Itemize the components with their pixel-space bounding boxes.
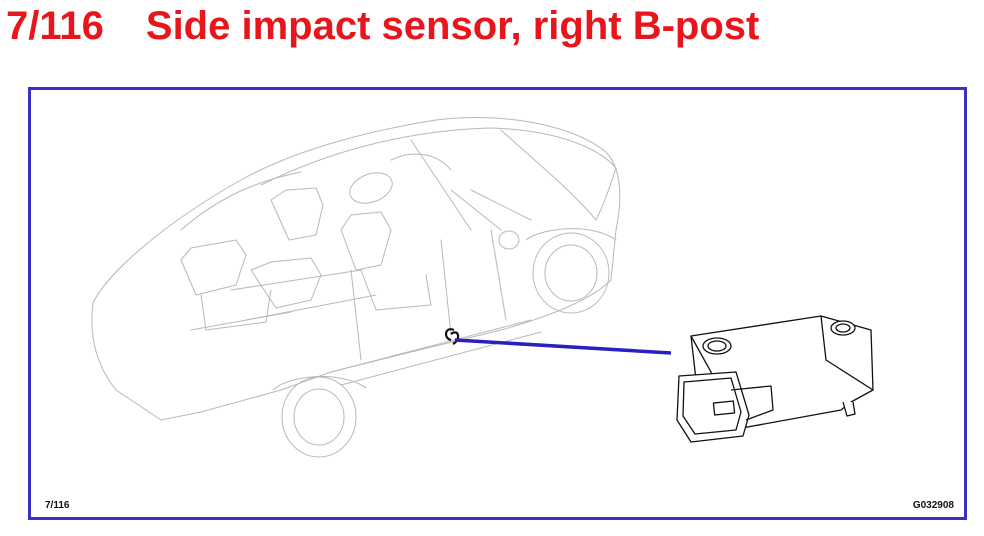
sensor-location-marker [444, 328, 460, 345]
car-body-outline [91, 117, 621, 421]
front-wheel [532, 232, 610, 314]
roof-line [260, 127, 617, 186]
figure-number: 7/116 [6, 4, 104, 48]
figure-reference-left: 7/116 [45, 500, 70, 511]
rear-seat-back [250, 257, 322, 309]
front-seat-2 [270, 187, 324, 241]
page-title: 7/116 Side impact sensor, right B-post [6, 4, 759, 48]
sill-line [330, 319, 542, 386]
car-illustration [91, 117, 874, 458]
sensor-detail [676, 315, 874, 443]
steering-wheel [349, 172, 393, 204]
leader-line [454, 338, 672, 355]
front-seat [340, 211, 432, 311]
rear-window [180, 171, 302, 231]
illustration-frame: 7/116 G032908 [28, 87, 967, 520]
a-pillar [410, 139, 472, 231]
windshield [500, 129, 617, 221]
door-line [350, 229, 507, 361]
side-mirror [498, 230, 520, 250]
figure-title: Side impact sensor, right B-post [145, 4, 760, 48]
rear-seat [180, 239, 272, 331]
graphic-code: G032908 [912, 500, 954, 511]
